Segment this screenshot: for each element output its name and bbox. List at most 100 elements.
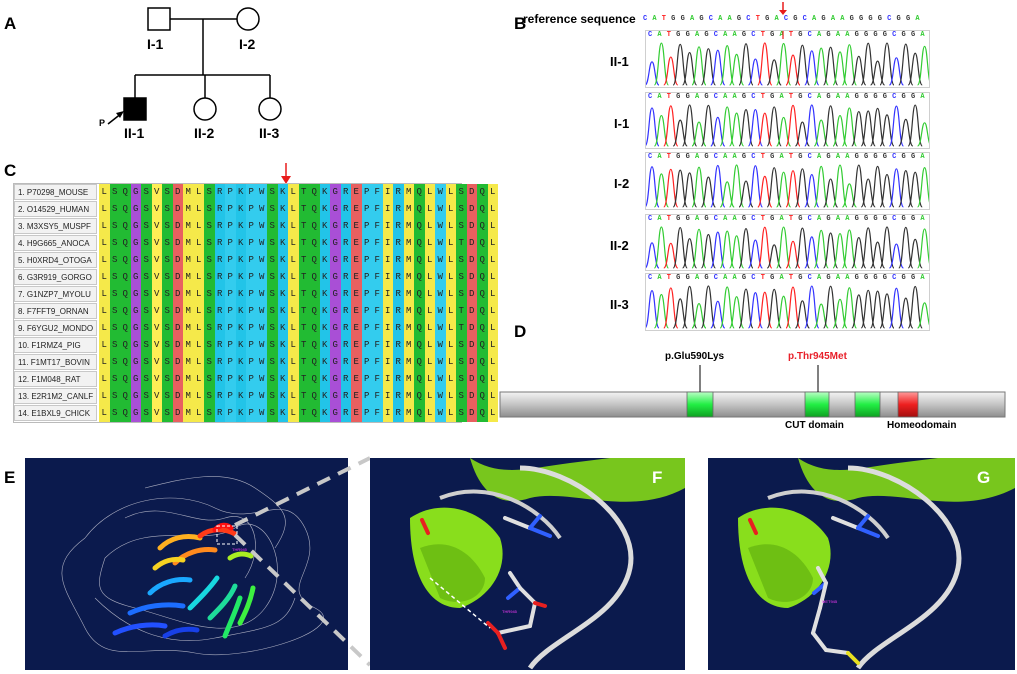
alignment-residue: L <box>424 286 435 303</box>
alignment-residue: L <box>487 218 498 235</box>
trace-base: A <box>657 215 662 223</box>
alignment-residue: Q <box>477 269 488 286</box>
trace-base: T <box>788 31 794 39</box>
alignment-residue: Q <box>309 184 320 201</box>
alignment-residue: G <box>130 320 141 337</box>
alignment-residue: K <box>235 320 246 337</box>
alignment-residue: Q <box>120 337 131 354</box>
alignment-residue: G <box>130 337 141 354</box>
alignment-residue: F <box>372 269 383 286</box>
alignment-residue: Q <box>414 252 425 269</box>
trace-base: A <box>817 274 822 282</box>
trace-base: G <box>854 215 859 223</box>
alignment-residue: S <box>267 337 278 354</box>
alignment-residue: W <box>256 337 267 354</box>
alignment-residue: K <box>319 201 330 218</box>
trace-base: T <box>760 31 765 39</box>
alignment-residue: Q <box>309 371 320 388</box>
alignment-residue: M <box>403 235 414 252</box>
alignment-residue: P <box>246 371 257 388</box>
structure-overview-render <box>61 476 324 656</box>
trace-base: G <box>704 274 709 282</box>
alignment-residue: L <box>288 371 299 388</box>
alignment-residue: S <box>267 371 278 388</box>
trace-peak <box>738 228 754 269</box>
alignment-residue: P <box>225 354 236 371</box>
alignment-residue: R <box>340 269 351 286</box>
trace-peak <box>870 241 886 269</box>
alignment-residue: S <box>267 201 278 218</box>
trace-label: I-1 <box>614 115 630 131</box>
alignment-residue: P <box>246 405 257 422</box>
alignment-residue: F <box>372 218 383 235</box>
reference-base: G <box>858 15 864 23</box>
alignment-residue: S <box>141 354 152 371</box>
alignment-residue: S <box>162 184 173 201</box>
alignment-residue: I <box>382 405 393 422</box>
alignment-residue: P <box>246 201 257 218</box>
alignment-residue: S <box>162 303 173 320</box>
alignment-residue: G <box>330 320 341 337</box>
trace-base: G <box>882 153 887 161</box>
alignment-residue: S <box>141 218 152 235</box>
trace-base: A <box>723 31 728 39</box>
trace-base: T <box>666 274 671 282</box>
trace-base: G <box>873 93 878 101</box>
trace-peak <box>813 165 829 208</box>
trace-base: G <box>704 153 709 161</box>
alignment-residue: V <box>151 388 162 405</box>
alignment-residue: L <box>193 269 204 286</box>
trace-peak <box>738 43 754 86</box>
trace-base: A <box>694 274 700 282</box>
alignment-residue: W <box>256 354 267 371</box>
trace-base: A <box>920 215 925 223</box>
alignment-residue: L <box>445 269 456 286</box>
alignment-residue: S <box>162 337 173 354</box>
alignment-residue: S <box>267 286 278 303</box>
alignment-residue: M <box>403 269 414 286</box>
alignment-residue: L <box>445 303 456 320</box>
trace-base: A <box>845 93 850 101</box>
alignment-residue: G <box>130 201 141 218</box>
alignment-residue: D <box>466 354 477 371</box>
alignment-residue: Q <box>309 252 320 269</box>
trace-base: C <box>713 93 718 101</box>
trace-base: G <box>854 274 859 282</box>
alignment-residue: W <box>435 269 446 286</box>
alignment-residue: K <box>319 371 330 388</box>
alignment-residue: E <box>351 235 362 252</box>
alignment-residue: S <box>204 252 215 269</box>
alignment-residue: P <box>225 303 236 320</box>
alignment-residue: W <box>256 371 267 388</box>
alignment-residue: M <box>183 235 194 252</box>
alignment-residue: M <box>183 303 194 320</box>
alignment-residue: Q <box>477 218 488 235</box>
alignment-residue: W <box>435 354 446 371</box>
panel-label-a: A <box>4 14 17 33</box>
alignment-residue: E <box>351 388 362 405</box>
trace-base: G <box>685 153 690 161</box>
trace-peak <box>691 46 707 86</box>
alignment-residue: S <box>162 320 173 337</box>
alignment-residue: P <box>361 303 372 320</box>
trace-base: G <box>685 274 690 282</box>
alignment-residue: Q <box>414 354 425 371</box>
alignment-residue: D <box>466 235 477 252</box>
alignment-residue: S <box>162 269 173 286</box>
alignment-residue: P <box>225 286 236 303</box>
trace-peak <box>813 47 829 86</box>
reference-base: G <box>877 15 882 23</box>
alignment-residue: S <box>267 218 278 235</box>
alignment-residue: L <box>99 184 110 201</box>
reference-base: G <box>868 15 873 23</box>
alignment-residue: V <box>151 337 162 354</box>
trace-peak <box>663 168 679 208</box>
pedigree-label-ii2: II-2 <box>194 125 215 141</box>
alignment-residue: P <box>246 337 257 354</box>
alignment-residue: S <box>204 303 215 320</box>
alignment-residue: L <box>193 354 204 371</box>
alignment-residue: R <box>214 201 225 218</box>
